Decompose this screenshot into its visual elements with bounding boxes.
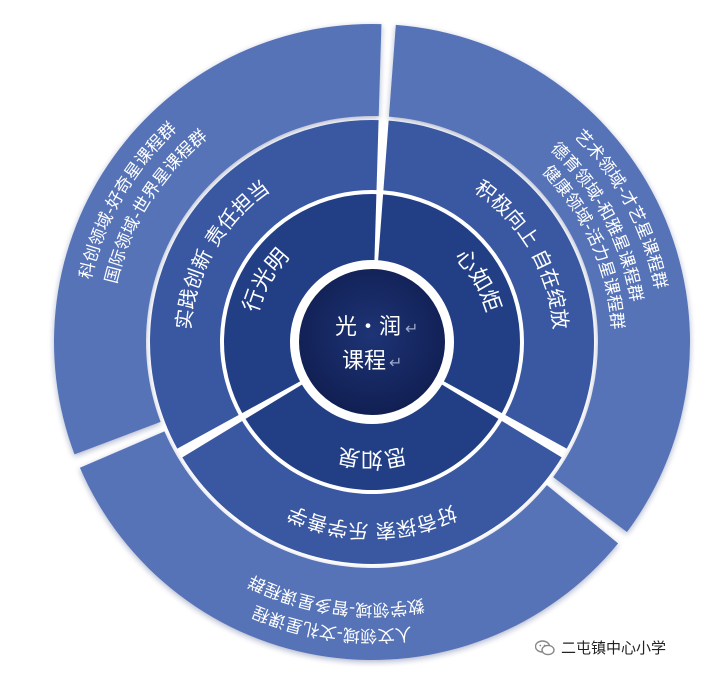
watermark: 二屯镇中心小学 [535,637,666,658]
inner-label-bottom: 思如泉 [336,442,409,471]
center-circle [293,263,451,421]
middle-ring-right [383,120,594,449]
inner-ring-left [224,193,377,414]
rings-group [54,24,690,660]
middle-ring-left [149,120,379,449]
outer-ring-left [54,24,382,455]
inner-ring-bottom [245,384,499,490]
center-return-mark-2: ↵ [389,353,402,372]
center-line-1: 光・润 [335,315,401,340]
center-group: 光・润 ↵ 课程 ↵ [293,263,451,421]
center-return-mark-1: ↵ [405,319,418,338]
inner-ring-right [378,194,520,414]
watermark-text: 二屯镇中心小学 [561,639,667,657]
middle-ring-bottom [182,420,562,565]
wechat-icon [535,639,555,655]
outer-ring-right [388,24,690,533]
center-line-2: 课程 [342,349,386,374]
outer-ring-bottom [79,431,619,660]
